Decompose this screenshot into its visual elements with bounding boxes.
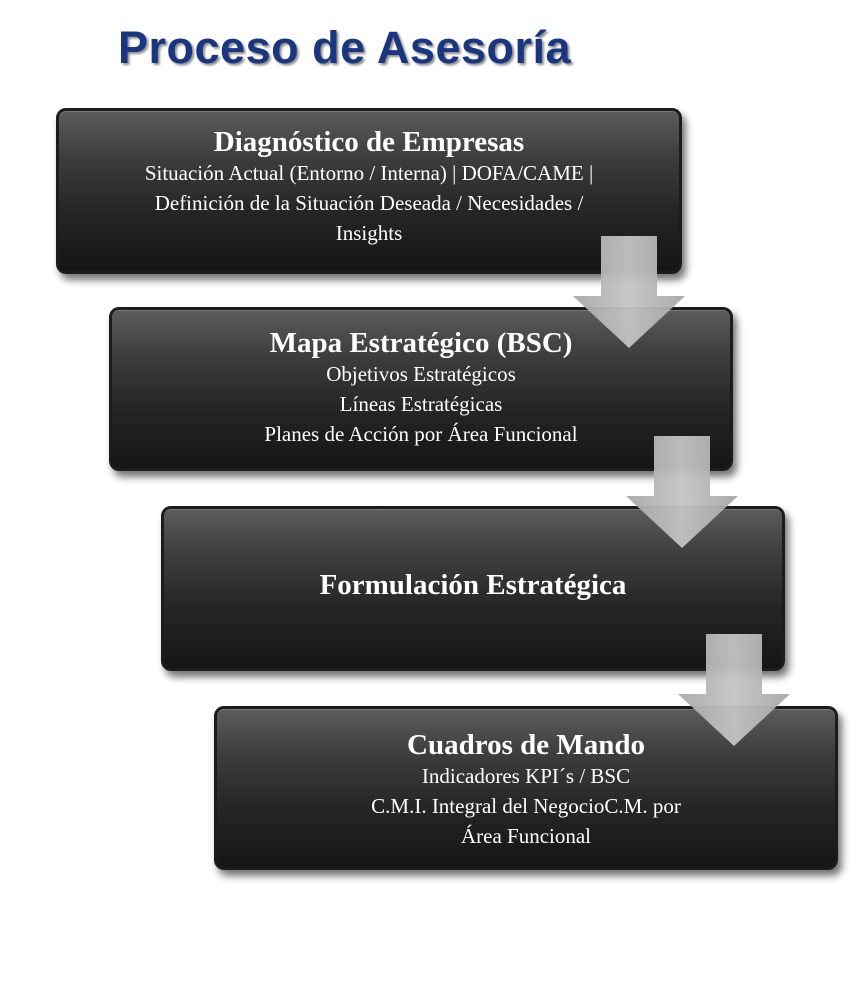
down-arrow-icon (573, 236, 685, 348)
step-mapa-estrategico-box: Mapa Estratégico (BSC) Objetivos Estraté… (109, 307, 733, 471)
down-arrow-icon (678, 634, 790, 746)
step-detail-line: C.M.I. Integral del NegocioC.M. por (371, 794, 681, 818)
step-title: Mapa Estratégico (BSC) (269, 327, 573, 359)
step-title: Cuadros de Mando (407, 729, 645, 761)
page-title: Proceso de Asesoría (118, 22, 572, 73)
step-detail-line: Objetivos Estratégicos (326, 362, 516, 386)
step-detail-line: Indicadores KPI´s / BSC (421, 764, 631, 788)
step-detail-line: Área Funcional (460, 824, 592, 848)
down-arrow-icon (626, 436, 738, 548)
step-detail-line: Situación Actual (Entorno / Interna) | D… (144, 161, 594, 185)
step-diagnostico-box: Diagnóstico de Empresas Situación Actual… (56, 108, 682, 274)
step-title: Formulación Estratégica (319, 568, 627, 601)
step-detail-line: Planes de Acción por Área Funcional (264, 422, 578, 446)
step-detail-line: Definición de la Situación Deseada / Nec… (154, 191, 584, 215)
step-title: Diagnóstico de Empresas (213, 126, 525, 158)
step-detail-line: Insights (335, 221, 403, 245)
step-detail-line: Líneas Estratégicas (339, 392, 503, 416)
